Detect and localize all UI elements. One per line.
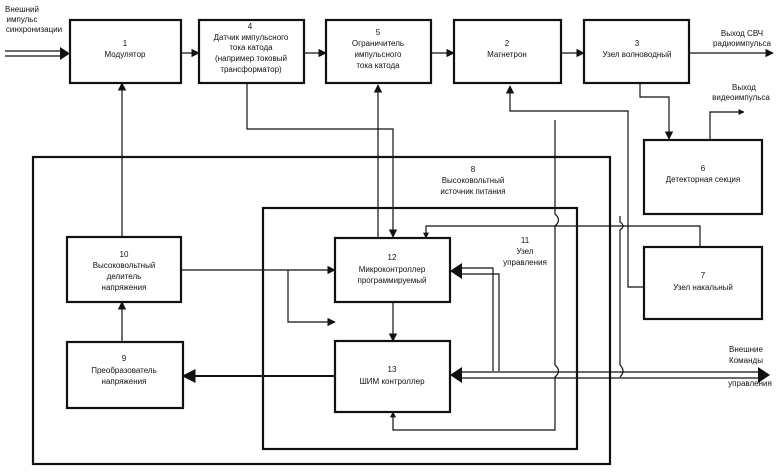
block-6-line-1: Детекторная секция (666, 175, 740, 184)
block-4-line-3: (например токовый (215, 54, 287, 63)
link-4-12 (247, 83, 393, 237)
control-commands-line-3: управления (728, 379, 772, 388)
label-video-output: Выход видеоимпульса (712, 83, 770, 102)
block-7-num: 7 (701, 271, 706, 280)
block-12-num: 12 (388, 253, 397, 262)
block-10-line-3: напряжения (102, 283, 147, 292)
sync-input-line-1: Внешний (5, 5, 39, 14)
label-control-commands: Внешние Команды управления (728, 345, 772, 388)
block-waveguide: 3 Узел волноводный (584, 20, 689, 83)
block-heater-unit: 7 Узел накальный (644, 247, 762, 319)
label-hv-power-supply: 8 Высоковольтный источник питания (440, 165, 505, 196)
sync-input-line-3: синхронизации (6, 25, 62, 34)
block-9-num: 9 (122, 354, 127, 363)
microwave-output-line-2: радиоимпульса (713, 39, 771, 48)
video-output-line-2: видеоимпульса (712, 93, 770, 102)
block-6-num: 6 (701, 164, 706, 173)
block-11-line-1: Узел (516, 247, 533, 256)
hv-power-supply-frame (33, 157, 610, 464)
block-current-sensor: 4 Датчик импульсного тока катода (наприм… (199, 20, 304, 83)
sync-input-line-2: импульс (7, 15, 38, 24)
block-13-num: 13 (388, 365, 397, 374)
block-current-limiter: 5 Ограничитель импульсного тока катода (326, 20, 431, 83)
video-output-arrow (710, 112, 744, 140)
block-11-line-2: управления (503, 258, 547, 267)
block-10-num: 10 (120, 250, 129, 259)
block-8-line-2: источник питания (440, 187, 505, 196)
control-bus (450, 263, 499, 371)
block-2-line-1: Магнетрон (487, 50, 527, 59)
block-10-line-1: Высоковольтный (93, 261, 156, 270)
block-12-line-2: программируемый (358, 276, 427, 285)
video-output-line-1: Выход (732, 83, 756, 92)
block-magnetron: 2 Магнетрон (454, 20, 561, 83)
block-voltage-converter: 9 Преобразователь напряжения (67, 342, 183, 408)
link-10-13 (288, 270, 335, 322)
block-7-line-1: Узел накальный (673, 283, 733, 292)
block-microcontroller: 12 Микроконтроллер программируемый (335, 238, 450, 302)
block-11-num: 11 (521, 236, 530, 245)
block-10-line-2: делитель (107, 272, 142, 281)
block-8-num: 8 (471, 165, 476, 174)
block-detector-section: 6 Детекторная секция (644, 140, 762, 214)
block-4-line-2: тока катода (229, 43, 273, 52)
label-control-unit: 11 Узел управления (503, 236, 547, 267)
label-microwave-output: Выход СВЧ радиоимпульса (713, 29, 771, 48)
block-5-num: 5 (376, 28, 381, 37)
label-sync-input: Внешний импульс синхронизации (5, 5, 62, 34)
block-1-num: 1 (123, 39, 128, 48)
block-4-num: 4 (248, 22, 253, 31)
block-4-line-4: трансформатор) (220, 65, 282, 74)
microwave-output-line-1: Выход СВЧ (721, 29, 763, 38)
control-commands-line-1: Внешние (729, 345, 764, 354)
block-12-line-1: Микроконтроллер (359, 265, 426, 274)
control-commands-line-2: Команды (729, 356, 763, 365)
block-5-line-2: импульсного (354, 50, 402, 59)
block-modulator: 1 Модулятор (70, 20, 181, 83)
block-8-line-1: Высоковольтный (442, 176, 505, 185)
block-5-line-3: тока катода (356, 61, 400, 70)
block-9-line-1: Преобразователь (91, 366, 157, 375)
block-5-line-1: Ограничитель (352, 39, 404, 48)
block-4-line-1: Датчик импульсного (214, 33, 289, 42)
block-voltage-divider: 10 Высоковольтный делитель напряжения (67, 237, 181, 302)
link-3-6 (640, 83, 669, 139)
link-6-12 (620, 216, 623, 377)
sync-input-arrow (5, 47, 70, 60)
block-3-line-1: Узел волноводный (603, 50, 672, 59)
block-13-line-1: ШИМ контроллер (359, 377, 425, 386)
block-3-num: 3 (635, 39, 640, 48)
block-pwm-controller: 13 ШИМ контроллер (335, 341, 450, 412)
block-2-num: 2 (505, 39, 510, 48)
link-7-12 (426, 226, 700, 246)
block-1-line-1: Модулятор (105, 50, 147, 59)
block-9-line-2: напряжения (102, 377, 147, 386)
